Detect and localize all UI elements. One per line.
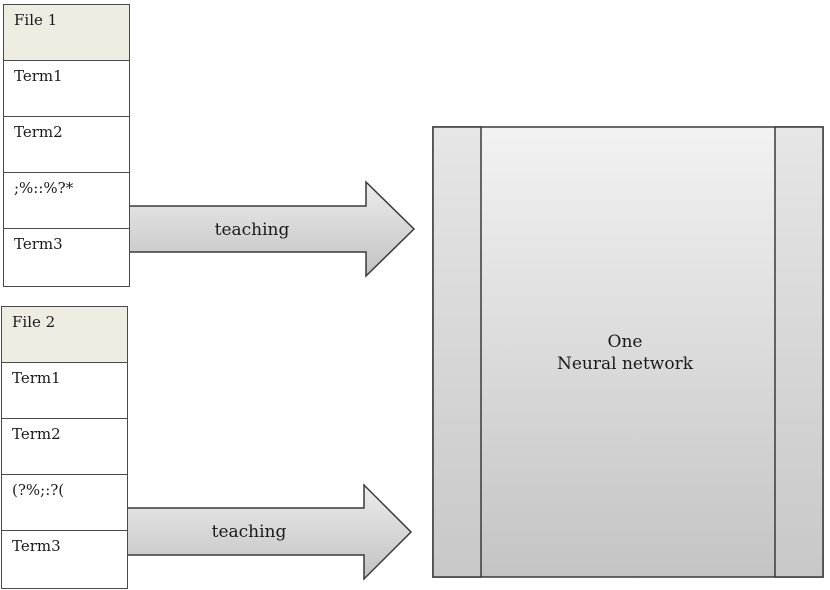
file-1-term-row: Term3 [14, 235, 63, 253]
file-1-term-row: Term2 [4, 117, 129, 173]
teaching-arrow-1-label: teaching [214, 220, 290, 240]
file-1-table: File 1 Term1 Term2 ;%::%?* Term3 [3, 4, 130, 287]
file-2-table: File 2 Term1 Term2 (?%;:?( Term3 [1, 306, 128, 589]
neural-network-outer [432, 126, 824, 578]
file-2-term-row: Term3 [12, 537, 61, 555]
file-2-header: File 2 [2, 307, 127, 363]
file-2-term-row: Term1 [2, 363, 127, 419]
neural-network-right-band [774, 126, 824, 578]
teaching-arrow-2 [110, 483, 413, 581]
file-1-term-row: Term1 [4, 61, 129, 117]
neural-network-label-line-2: Neural network [556, 354, 694, 374]
neural-network-label-line-1: One [607, 332, 643, 352]
teaching-arrow-1 [114, 180, 416, 278]
neural-network-left-band [432, 126, 482, 578]
teaching-arrow-2-label: teaching [211, 522, 287, 542]
file-1-header: File 1 [4, 5, 129, 61]
file-1-term-row: ;%::%?* [4, 173, 129, 229]
file-2-term-row: (?%;:?( [2, 475, 127, 531]
neural-network-block [432, 126, 824, 578]
file-2-term-row: Term2 [2, 419, 127, 475]
